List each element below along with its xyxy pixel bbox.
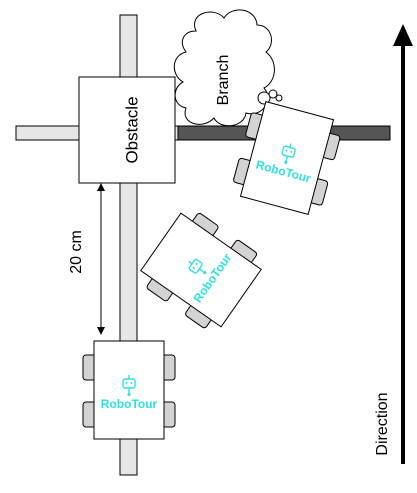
branch-cloud: [173, 9, 283, 127]
branch-label: Branch: [215, 55, 232, 106]
robot-turning: RoboTour: [133, 203, 269, 337]
obstacle-label: Obstacle: [122, 96, 141, 163]
robot-start: RoboTour: [82, 340, 176, 440]
direction-label: Direction: [374, 392, 391, 455]
direction-arrowhead: [393, 24, 413, 46]
distance-label: 20 cm: [68, 230, 85, 274]
robot-brand-label: RoboTour: [101, 397, 158, 411]
robot-on-branch: RoboTour: [229, 98, 345, 218]
obstacle-box: [78, 76, 176, 184]
